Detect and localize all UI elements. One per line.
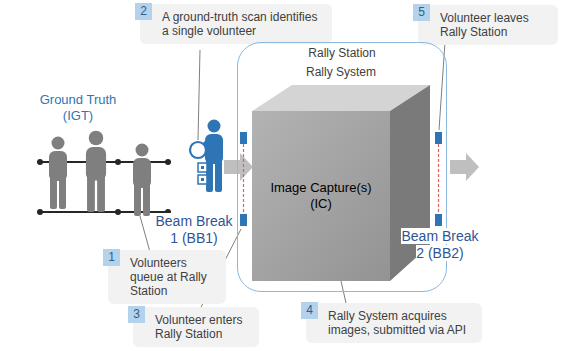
- callout-box: 5Volunteer leaves Rally Station: [418, 5, 558, 45]
- qr-code: [198, 175, 207, 184]
- leader-line: [439, 42, 445, 130]
- rope-post: [37, 209, 43, 215]
- callout-number: 5: [413, 4, 430, 21]
- volunteer-icon: [86, 131, 106, 212]
- flow-arrow: [224, 153, 253, 181]
- label-holder: Beam Break 2 (BB2): [396, 228, 484, 262]
- rope-post: [165, 159, 171, 165]
- system-label: Rally System: [252, 65, 430, 83]
- leader-line: [341, 281, 346, 303]
- cube-front: [252, 111, 390, 281]
- callout-text: Volunteer leaves Rally Station: [440, 11, 552, 39]
- volunteer-icon: [133, 144, 151, 217]
- beam-emitter: [240, 214, 247, 226]
- callout-number: 4: [301, 302, 318, 319]
- rope-post: [37, 159, 43, 165]
- label-holder: Beam Break 1 (BB1): [150, 213, 238, 247]
- label-holder: Ground Truth (IGT): [33, 92, 123, 124]
- leader-line: [140, 216, 150, 252]
- scanner-lens: [190, 142, 206, 158]
- callout-text: Volunteers queue at Rally Station: [130, 256, 220, 298]
- qr-code: [201, 166, 204, 169]
- rope-post: [115, 209, 121, 215]
- beam-line: [438, 144, 439, 214]
- callout-number: 2: [135, 3, 152, 20]
- qr-code: [198, 163, 207, 172]
- callout-text: A ground-truth scan identifies a single …: [162, 10, 326, 38]
- sensor-label: Beam Break 1 (BB1): [155, 213, 232, 246]
- qr-code: [201, 178, 204, 181]
- callout-box: 1Volunteers queue at Rally Station: [108, 250, 226, 304]
- callout-number: 3: [128, 306, 145, 323]
- region-label: Rally Station: [238, 43, 446, 60]
- flow-arrow: [450, 153, 479, 181]
- beam-emitter: [435, 132, 442, 144]
- cube-face: Image Capture(s) (IC): [252, 111, 390, 281]
- beam-emitter: [435, 214, 442, 226]
- callout-text: Rally System acquires images, submitted …: [328, 309, 476, 337]
- leader-line: [198, 50, 200, 140]
- group-label: Ground Truth (IGT): [40, 92, 117, 123]
- callout-box: 2A ground-truth scan identifies a single…: [140, 4, 332, 44]
- beam-emitter: [240, 132, 247, 144]
- callout-number: 1: [103, 249, 120, 266]
- sensor-label: Beam Break 2 (BB2): [401, 228, 478, 261]
- rope-post: [115, 159, 121, 165]
- scanner-handle: [204, 138, 210, 144]
- system-cube: Rally SystemImage Capture(s) (IC): [252, 65, 430, 281]
- beam-line: [243, 144, 244, 214]
- volunteer-icon: [49, 137, 67, 210]
- callout-box: 3Volunteer enters Rally Station: [133, 307, 259, 347]
- callout-box: 4Rally System acquires images, submitted…: [306, 303, 482, 343]
- callout-text: Volunteer enters Rally Station: [155, 313, 253, 341]
- cube-text: Image Capture(s) (IC): [268, 180, 374, 212]
